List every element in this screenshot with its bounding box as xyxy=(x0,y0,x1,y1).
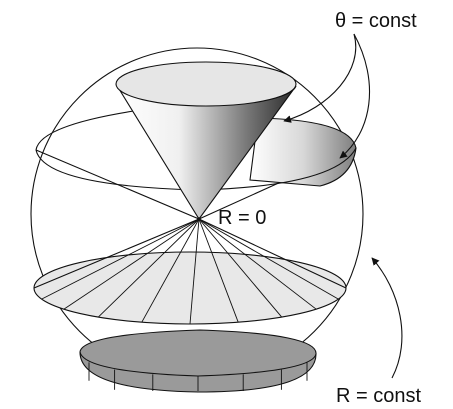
theta-arrow-upper xyxy=(283,33,357,123)
theta-arrow-lower xyxy=(339,33,371,159)
generator-line xyxy=(198,218,317,310)
generator-line xyxy=(198,218,283,318)
apex-point xyxy=(197,217,201,221)
lower-cone-generator-lines xyxy=(41,218,339,391)
upper-wide-cone-shaded-wing xyxy=(249,117,357,187)
generator-line xyxy=(189,218,200,325)
upper-wide-cone-rim-back xyxy=(35,109,141,151)
lower-cone-disk xyxy=(33,251,347,325)
generator-line xyxy=(63,218,200,310)
lower-cone-outer-generators xyxy=(33,218,347,289)
generator-line xyxy=(198,218,239,323)
r-const-label: R = const xyxy=(336,385,421,407)
r-const-arrow xyxy=(371,257,403,379)
theta-const-label: θ = const xyxy=(335,10,417,32)
generator-line xyxy=(141,218,200,323)
generator-line xyxy=(97,218,200,318)
generator-line xyxy=(198,218,339,300)
generator-line xyxy=(41,218,200,300)
r-zero-label: R = 0 xyxy=(218,207,266,229)
upper-narrow-cone-top xyxy=(115,61,297,107)
